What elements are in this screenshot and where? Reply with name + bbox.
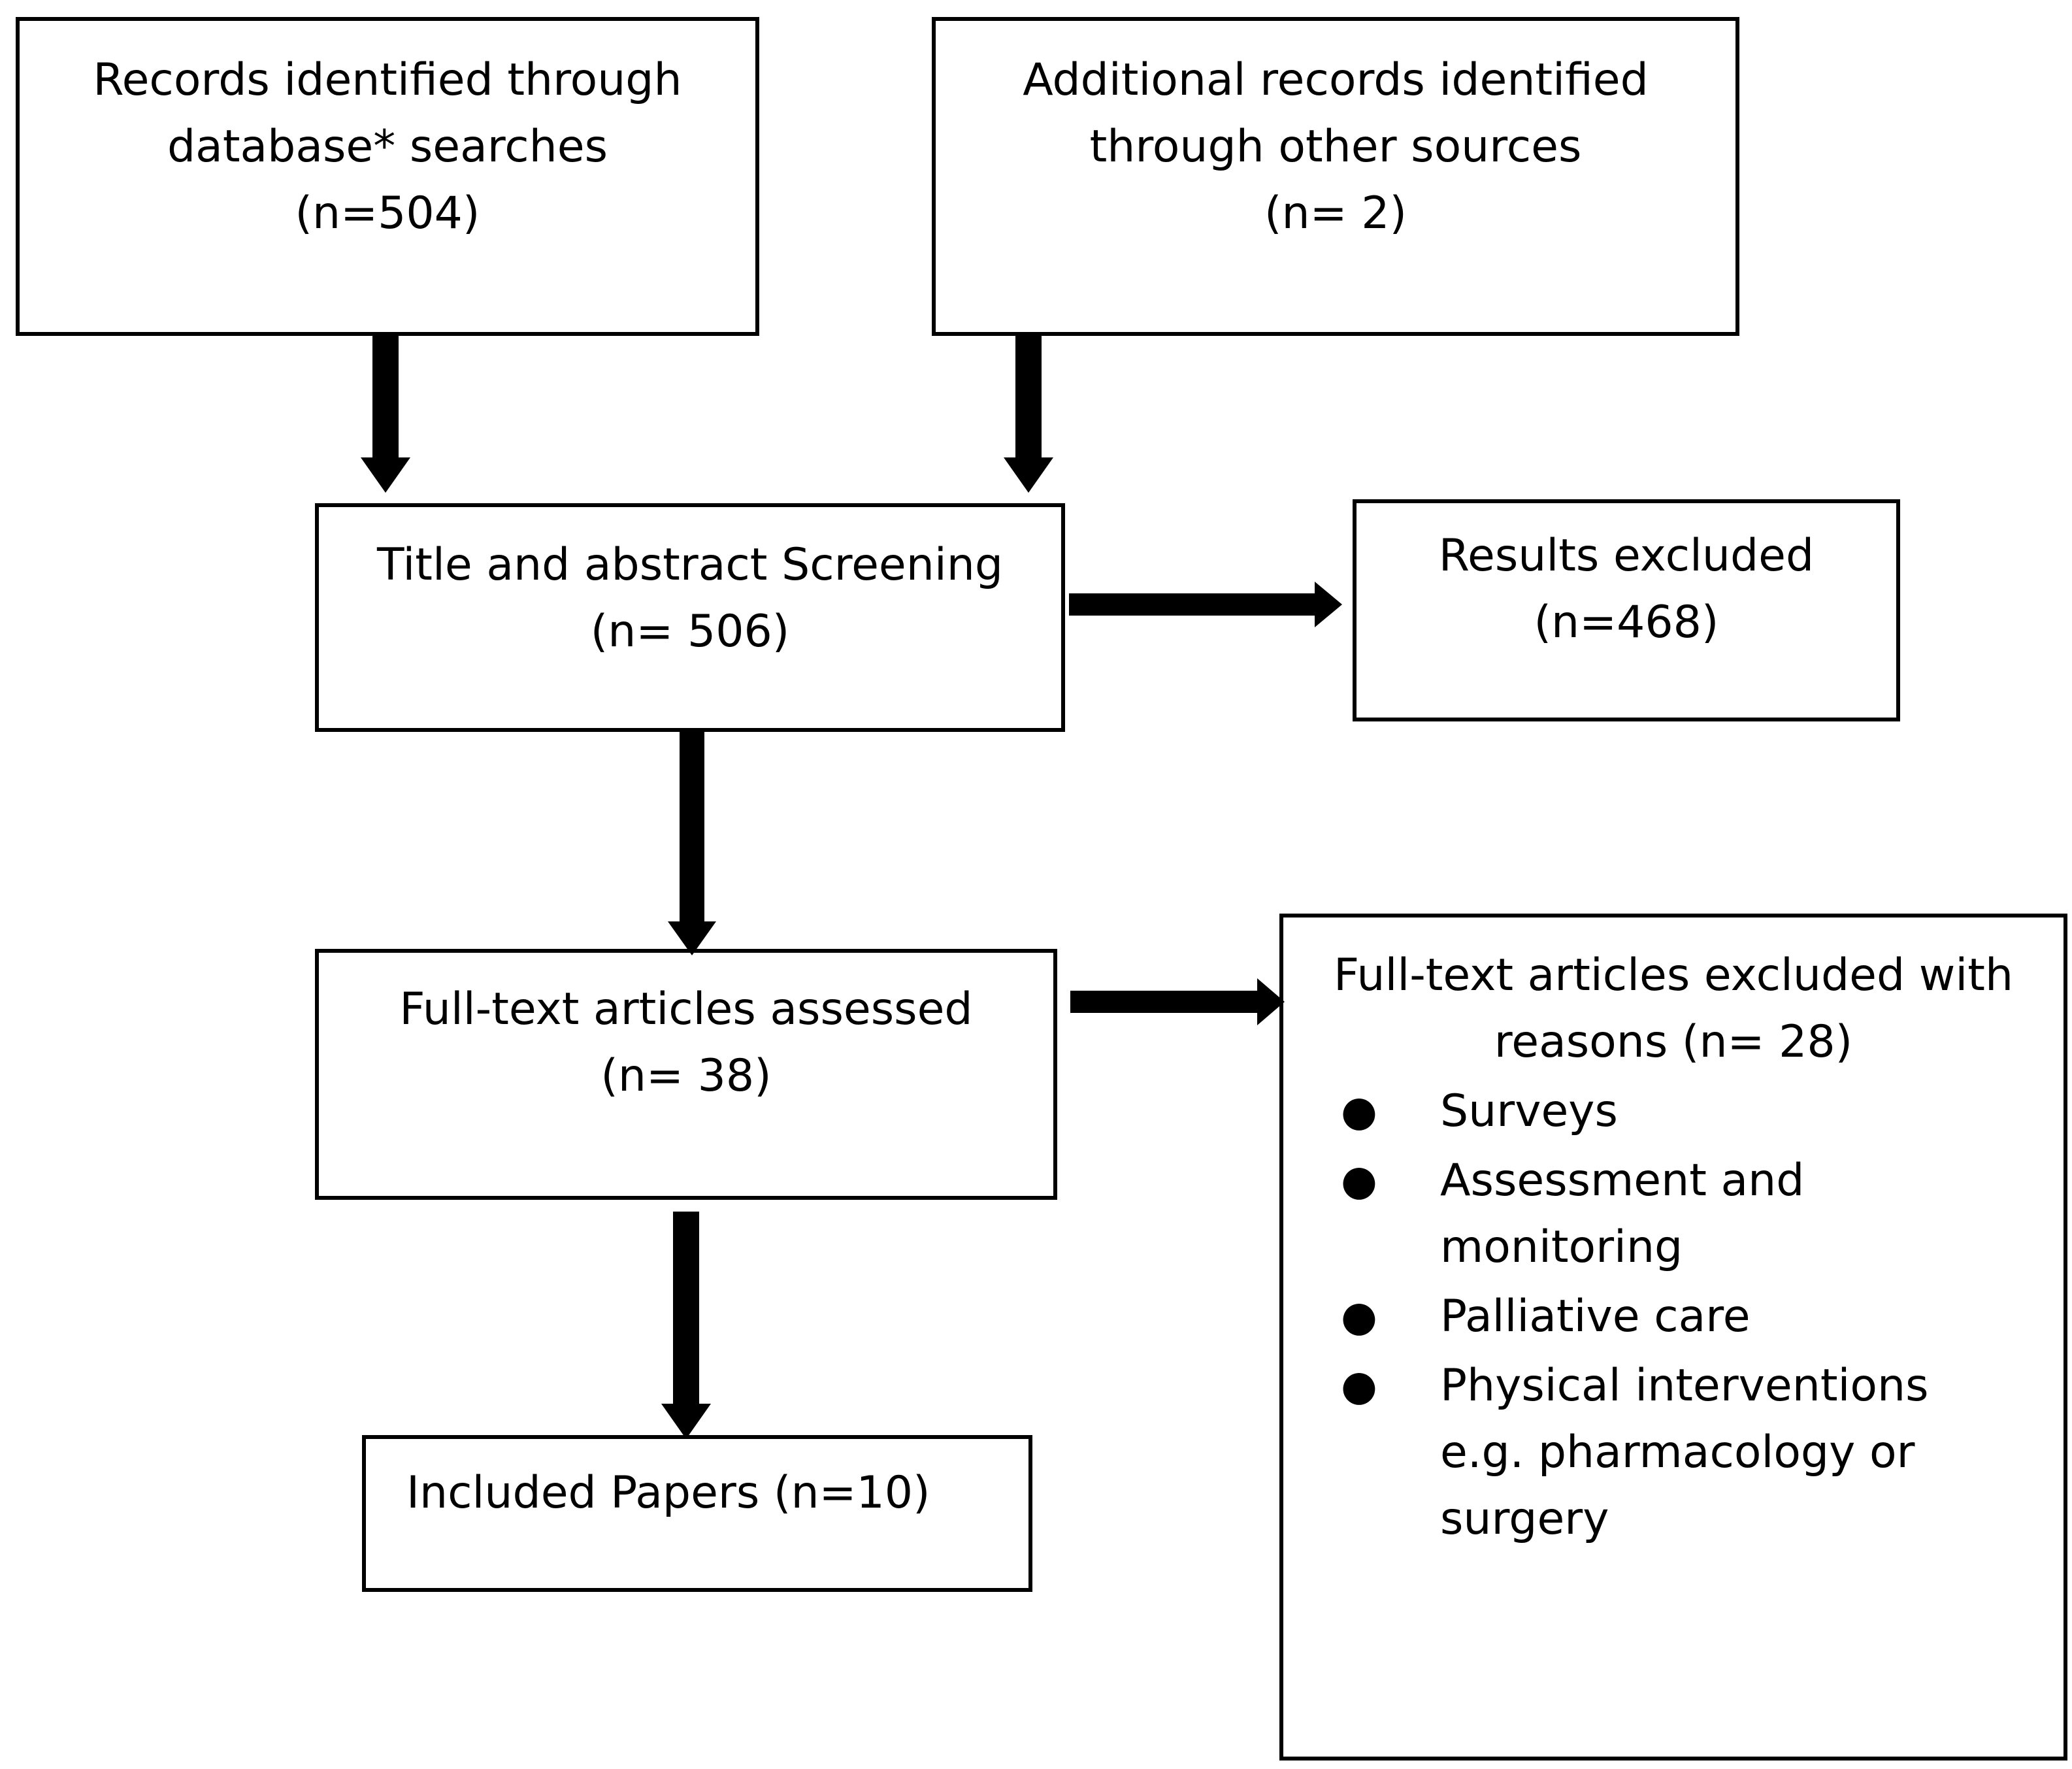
box-database-search-text: Records identified through database* sea… (20, 21, 755, 247)
arrow-screening-to-fulltext (668, 732, 716, 955)
included-papers-line1: Included Papers (n=10) (406, 1467, 930, 1519)
exclusion-reason-item: ● Palliative care (1283, 1283, 2064, 1350)
exclusion-reason-text: Assessment and monitoring (1440, 1155, 1805, 1273)
fulltext-excluded-line2: reasons (n= 28) (1494, 1016, 1853, 1068)
screening-line1: Title and abstract Screening (376, 539, 1004, 591)
bullet-icon: ● (1341, 1362, 1377, 1410)
fulltext-assessed-count: (n= 38) (600, 1050, 772, 1102)
exclusion-reason-item: ● Physical interventions e.g. pharmacolo… (1283, 1353, 2064, 1553)
exclusion-reason-item: ● Assessment and monitoring (1283, 1148, 2064, 1281)
bullet-icon: ● (1341, 1087, 1377, 1136)
results-excluded-line1: Results excluded (1438, 530, 1815, 582)
database-search-line2: database* searches (167, 121, 608, 173)
results-excluded-count: (n=468) (1534, 597, 1719, 648)
arrow-fulltext-to-excluded (1070, 978, 1285, 1025)
arrow-database-to-screening (361, 336, 410, 493)
box-fulltext-assessed: Full-text articles assessed (n= 38) (315, 949, 1057, 1200)
exclusion-reason-text: Surveys (1440, 1085, 1618, 1137)
box-fulltext-excluded-text: Full-text articles excluded with reasons… (1283, 918, 2064, 1076)
database-search-line1: Records identified through (93, 54, 682, 106)
screening-count: (n= 506) (590, 606, 790, 657)
box-fulltext-excluded: Full-text articles excluded with reasons… (1279, 914, 2067, 1761)
fulltext-assessed-line1: Full-text articles assessed (399, 984, 973, 1035)
arrow-other-to-screening (1004, 336, 1053, 493)
exclusion-reason-text: Physical interventions e.g. pharmacology… (1440, 1360, 1929, 1545)
box-results-excluded-text: Results excluded (n=468) (1357, 503, 1896, 656)
box-included-papers-text: Included Papers (n=10) (366, 1439, 1028, 1527)
other-sources-count: (n= 2) (1264, 188, 1407, 239)
box-screening-text: Title and abstract Screening (n= 506) (319, 507, 1061, 665)
box-database-search: Records identified through database* sea… (16, 17, 759, 336)
other-sources-line1: Additional records identified (1023, 54, 1649, 106)
box-other-sources-text: Additional records identified through ot… (936, 21, 1735, 247)
exclusion-reason-item: ● Surveys (1283, 1078, 2064, 1145)
arrow-fulltext-to-included (661, 1212, 711, 1439)
exclusion-reasons-list: ● Surveys ● Assessment and monitoring ● … (1283, 1078, 2064, 1553)
database-search-count: (n=504) (295, 188, 480, 239)
bullet-icon: ● (1341, 1293, 1377, 1341)
bullet-icon: ● (1341, 1157, 1377, 1205)
box-other-sources: Additional records identified through ot… (932, 17, 1739, 336)
box-fulltext-assessed-text: Full-text articles assessed (n= 38) (319, 953, 1053, 1110)
fulltext-excluded-line1: Full-text articles excluded with (1333, 950, 2014, 1001)
exclusion-reason-text: Palliative care (1440, 1291, 1751, 1342)
box-results-excluded: Results excluded (n=468) (1353, 499, 1900, 721)
arrow-screening-to-excluded (1069, 582, 1342, 627)
other-sources-line2: through other sources (1089, 121, 1582, 173)
box-included-papers: Included Papers (n=10) (362, 1435, 1032, 1592)
box-screening: Title and abstract Screening (n= 506) (315, 503, 1065, 732)
